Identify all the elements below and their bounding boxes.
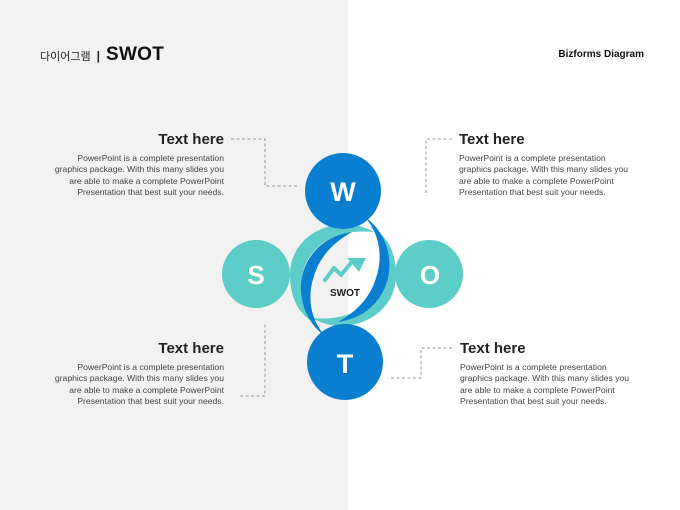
text-block-body: PowerPoint is a complete presentation gr… [459, 153, 629, 198]
left-background-panel [0, 0, 348, 510]
text-block-bottom-right: Text here PowerPoint is a complete prese… [460, 340, 632, 408]
t-letter: T [337, 349, 354, 379]
o-letter: O [420, 260, 440, 290]
text-block-top-right: Text here PowerPoint is a complete prese… [459, 131, 631, 199]
t-circle [307, 324, 383, 400]
page-title: SWOT [105, 44, 165, 65]
s-letter: S [247, 260, 264, 290]
text-block-body: PowerPoint is a complete presentation gr… [54, 153, 224, 198]
w-letter: W [330, 177, 356, 207]
header-separator: | [96, 49, 100, 63]
connector-top-right [425, 138, 452, 196]
brand-label: Bizforms Diagram [558, 49, 644, 60]
text-block-title: Text here [158, 131, 224, 148]
o-circle [395, 240, 463, 308]
blue-swirl-right [338, 217, 390, 322]
text-block-title: Text here [460, 340, 526, 357]
text-block-top-left: Text here PowerPoint is a complete prese… [52, 131, 224, 199]
text-block-bottom-left: Text here PowerPoint is a complete prese… [52, 340, 224, 408]
connector-top-left [231, 138, 298, 187]
text-block-body: PowerPoint is a complete presentation gr… [460, 362, 630, 407]
blue-swirl-left [300, 232, 352, 337]
connector-lines [231, 138, 452, 397]
connector-bottom-left [240, 324, 266, 397]
center-label: SWOT [330, 288, 360, 299]
text-block-title: Text here [459, 131, 525, 148]
page-header: 다이어그램 | SWOT [40, 44, 164, 66]
s-circle [222, 240, 290, 308]
text-block-body: PowerPoint is a complete presentation gr… [54, 362, 224, 407]
text-block-title: Text here [158, 340, 224, 357]
teal-swirl-left [290, 224, 374, 324]
trend-arrow-icon [323, 258, 366, 282]
connector-bottom-right [388, 347, 452, 379]
header-subtitle: 다이어그램 [40, 50, 91, 63]
w-circle [305, 153, 381, 229]
